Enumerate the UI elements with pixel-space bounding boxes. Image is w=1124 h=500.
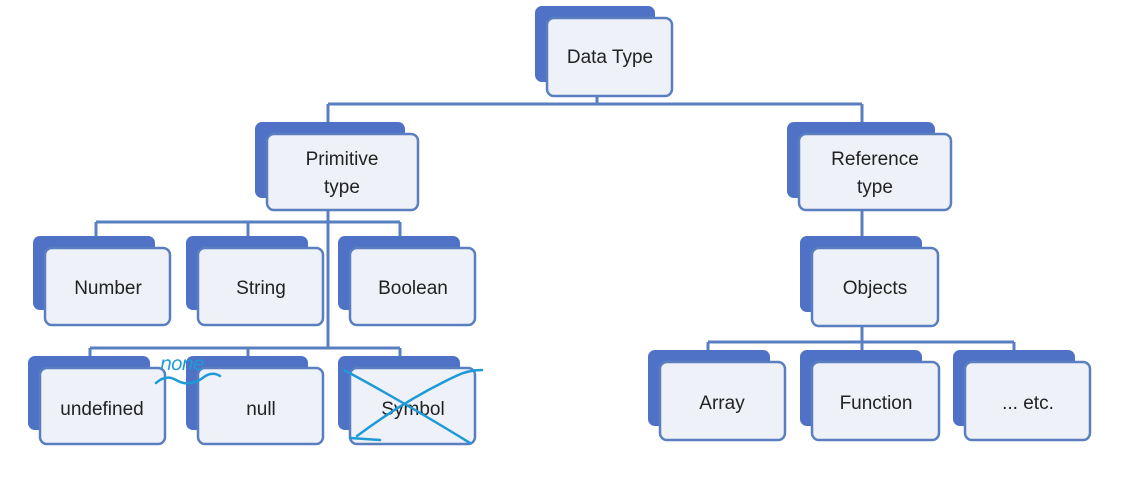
node-label: undefined — [60, 399, 143, 420]
node-data-type: Data Type — [535, 6, 674, 98]
node-label: Array — [699, 393, 745, 414]
node-number: Number — [33, 236, 172, 327]
node-front — [348, 246, 477, 327]
node-front — [196, 366, 325, 446]
node-symbol: Symbol — [338, 356, 477, 446]
node-boolean: Boolean — [338, 236, 477, 327]
node-front — [38, 366, 167, 446]
handwritten-note: none — [160, 353, 204, 375]
node-label-line-2: type — [857, 177, 893, 198]
node-front — [265, 132, 420, 212]
node-front — [545, 16, 674, 98]
node-label-line-2: type — [324, 177, 360, 198]
node-label-line-1: Reference — [831, 149, 919, 170]
connectors — [88, 94, 1016, 358]
node-label: Boolean — [378, 278, 448, 299]
node-objects: Objects — [800, 236, 940, 328]
node-label: Data Type — [567, 47, 653, 68]
cross-tail — [348, 436, 382, 442]
node-label: String — [236, 278, 286, 299]
node-front — [810, 360, 941, 442]
node-front — [810, 246, 940, 328]
node-label: Function — [840, 393, 913, 414]
node-front — [963, 360, 1092, 442]
node-front — [658, 360, 787, 442]
node-front — [797, 132, 953, 212]
node-null: null — [186, 356, 325, 446]
node-front — [348, 366, 477, 446]
node-front — [43, 246, 172, 327]
node-function: Function — [800, 350, 941, 442]
handwritten-underline — [154, 372, 222, 385]
node-label-line-1: Primitive — [306, 149, 379, 170]
node-label: Number — [74, 278, 142, 299]
node-array: Array — [648, 350, 787, 442]
node-etc: ... etc. — [953, 350, 1092, 442]
cross-stroke-2 — [355, 368, 484, 438]
node-label: ... etc. — [1002, 393, 1054, 414]
node-label: Objects — [843, 278, 907, 299]
node-string: String — [186, 236, 325, 327]
node-primitive-type: Primitive type — [255, 122, 420, 212]
symbol-cross-out — [342, 368, 484, 445]
node-label: null — [246, 399, 276, 420]
node-reference-type: Reference type — [787, 122, 953, 212]
node-undefined: undefined — [28, 356, 167, 446]
node-front — [196, 246, 325, 327]
handwritten-none-annotation: none — [154, 353, 222, 385]
